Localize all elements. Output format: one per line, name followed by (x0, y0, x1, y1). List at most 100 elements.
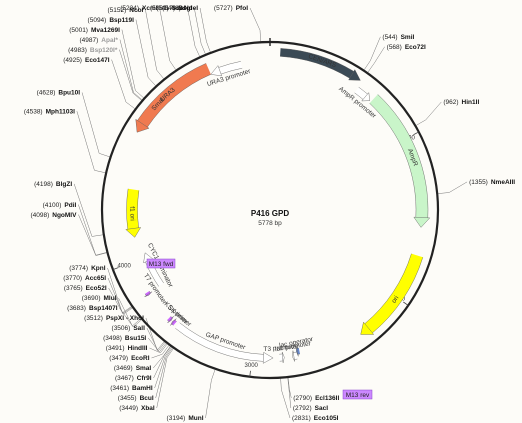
m13-fwd-box[interactable]: M13 fwd (146, 258, 176, 269)
sali-site[interactable]: (3506)SalI (112, 325, 146, 332)
mlui-site[interactable]: (3690)MluI (82, 295, 117, 302)
smai-site-label: (3469)SmaI (114, 365, 152, 372)
eco147i-site[interactable]: (4925)Eco147I (63, 57, 110, 64)
sdai-site[interactable]: (5383)SdaI (150, 5, 186, 12)
bsp1407i-site[interactable]: (3683)Bsp1407I (67, 305, 118, 312)
mva1269i-site[interactable]: (5001)Mva1269I (69, 27, 120, 34)
blgzi-site[interactable]: (4198)BlgZI (34, 181, 72, 188)
bpu10i-name: Bpu10I (58, 90, 80, 97)
ecl136ii-leader (287, 377, 292, 399)
bsgi-name: BsgI (178, 5, 192, 12)
ampr-arrowhead (413, 216, 431, 228)
ecori-site[interactable]: (3479)EcoRI (109, 355, 149, 362)
eco105i-site[interactable]: (2831)Eco105I (292, 415, 339, 422)
t3-promoter-feature[interactable]: T3 promoter (263, 343, 300, 363)
t3-promoter-label: T3 promoter (263, 343, 300, 353)
m13-fwd-label: M13 fwd (149, 261, 174, 268)
bcui-site[interactable]: (3455)BcuI (118, 395, 154, 402)
eco52i-name: Eco52I (86, 285, 107, 292)
tick-label: 3000 (245, 363, 259, 369)
ncoi-site-label: (5152)NcoI (107, 7, 143, 14)
tick-mark (112, 267, 119, 270)
mph1103i-site[interactable]: (4538)Mph1103I (24, 108, 75, 115)
cfr9i-site[interactable]: (3467)Cfr9I (115, 375, 152, 382)
hin1ii-site[interactable]: (962)Hin1II (443, 99, 479, 106)
m13-rev-box[interactable]: M13 rev (342, 389, 373, 400)
xcmi-site-label: (5234)XcmI (120, 5, 158, 12)
bsp119i-site[interactable]: (5094)Bsp119I (88, 17, 135, 24)
eco72i-site[interactable]: (568)Eco72I (387, 44, 426, 51)
bsp119i-name: Bsp119I (109, 17, 134, 24)
eco52i-site[interactable]: (3765)Eco52I (64, 285, 107, 292)
xbai-leader (156, 348, 174, 409)
hindiii-position: (3491) (106, 345, 125, 352)
pdii-site[interactable]: (4100)PdiI (43, 202, 77, 209)
pfoi-leader (249, 7, 261, 42)
eco147i-position: (4925) (63, 57, 82, 64)
f1-ori-label: f1 ori (128, 206, 135, 221)
bsp119i-site-label: (5094)Bsp119I (88, 17, 135, 24)
cen-ars-body (279, 48, 354, 79)
bpu10i-site[interactable]: (4628)Bpu10I (37, 90, 81, 97)
bsu15i-site[interactable]: (3498)Bsu15I (103, 335, 146, 342)
bsp119i-position: (5094) (88, 17, 107, 24)
ncoi-leader (145, 9, 164, 79)
bcui-leader (155, 347, 173, 399)
eco105i-name: Eco105I (314, 415, 339, 422)
ecl136ii-site[interactable]: (2790)Ecl136II (293, 395, 339, 402)
mph1103i-name: Mph1103I (46, 108, 75, 115)
xbai-site[interactable]: (3449)XbaI (119, 405, 155, 412)
sk-primer-arrowhead (170, 318, 177, 326)
bsgi-site[interactable]: (5417)BsgI (156, 5, 192, 12)
ncoi-site[interactable]: (5152)NcoI (107, 7, 143, 14)
sali-site-label: (3506)SalI (112, 325, 146, 332)
tick-mark (413, 131, 419, 136)
saci-leader (287, 378, 292, 409)
apai-site[interactable]: (4987)ApaI* (80, 37, 119, 44)
kpni-site[interactable]: (3774)KpnI (69, 265, 105, 272)
xbai-position: (3449) (119, 405, 138, 412)
smii-site[interactable]: (544)SmiI (382, 34, 414, 41)
mva1269i-name: Mva1269I (91, 27, 120, 34)
eco52i-leader (108, 287, 133, 315)
ngomiv-site[interactable]: (4098)NgoMIV (30, 212, 77, 219)
saci-site[interactable]: (2792)SacI (293, 405, 328, 412)
hindiii-leader (149, 343, 168, 354)
kpni-site-label: (3774)KpnI (69, 265, 105, 272)
hin1ii-site-label: (962)Hin1II (443, 99, 479, 106)
bsu15i-leader (148, 337, 167, 353)
ndei-site[interactable]: (5446)NdeI (162, 5, 198, 12)
xcmi-site[interactable]: (5234)XcmI (120, 5, 158, 12)
hindiii-site[interactable]: (3491)HindIII (106, 345, 148, 352)
bsgi-position: (5417) (156, 5, 175, 12)
ndei-site-label: (5446)NdeI (162, 5, 198, 12)
bamhi-site-label: (3461)BamHI (110, 385, 153, 392)
blgzi-leader (73, 183, 103, 237)
eco72i-site-label: (568)Eco72I (387, 44, 426, 51)
pdii-position: (4100) (43, 202, 62, 209)
hin1ii-position: (962) (443, 99, 458, 106)
smai-site[interactable]: (3469)SmaI (114, 365, 152, 372)
pfoi-site[interactable]: (5727)PfoI (214, 5, 248, 12)
pfoi-position: (5727) (214, 5, 233, 12)
bcui-name: BcuI (140, 395, 154, 402)
ampr-feature[interactable]: AmpR (369, 94, 431, 228)
muni-site[interactable]: (3194)MunI (167, 415, 204, 422)
sdai-name: SdaI (172, 5, 186, 12)
bcui-position: (3455) (118, 395, 137, 402)
backbone (100, 38, 440, 380)
bsp120i-site[interactable]: (4983)Bsp120I* (68, 47, 118, 54)
acc65i-site[interactable]: (3770)Acc65I (63, 275, 106, 282)
f1-ori-feature[interactable]: f1 ori (125, 188, 142, 238)
nmeaiii-site[interactable]: (1355)NmeAIII (469, 179, 515, 186)
bsp120i-position: (4983) (68, 47, 87, 54)
mva1269i-position: (5001) (69, 27, 88, 34)
bamhi-site[interactable]: (3461)BamHI (110, 385, 153, 392)
tick-label: 4000 (117, 263, 131, 269)
kpni-position: (3774) (69, 265, 88, 272)
ori-body (364, 253, 423, 333)
pspxi-xhoi-site[interactable]: (3512)PspXI - XhoI (84, 315, 144, 322)
ngomiv-site-label: (4098)NgoMIV (30, 212, 77, 219)
sali-name: SalI (133, 325, 145, 332)
